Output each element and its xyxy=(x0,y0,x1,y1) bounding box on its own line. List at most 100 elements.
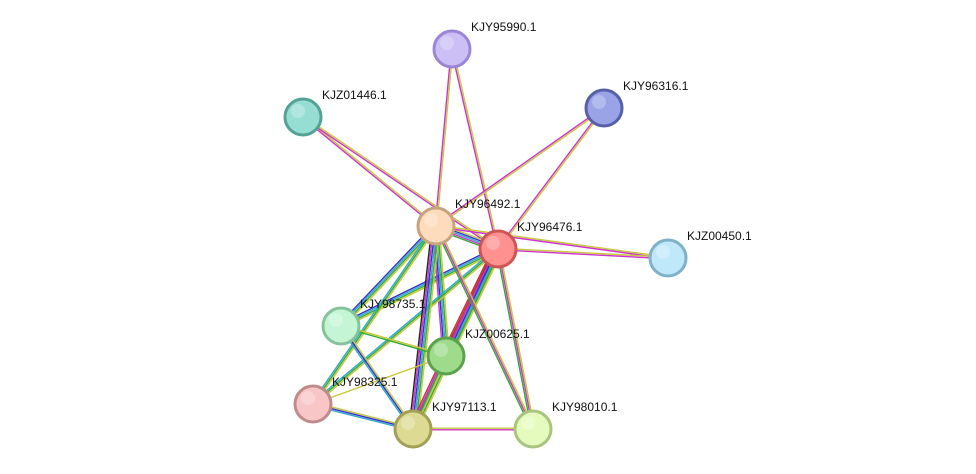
edge-evidence-line xyxy=(341,324,415,429)
edge-kjy96316-1-kjy96476-1[interactable] xyxy=(496,107,606,250)
edge-kjy97113-1-kjy98010-1[interactable] xyxy=(413,427,533,431)
node-kjy98735-1[interactable]: KJY98735.1 xyxy=(321,297,426,346)
edge-evidence-line xyxy=(341,249,499,328)
edge-layer xyxy=(302,48,669,432)
edge-evidence-line xyxy=(496,107,604,249)
edge-evidence-line xyxy=(302,117,436,228)
edge-evidence-line xyxy=(312,225,437,405)
edge-evidence-line xyxy=(313,249,500,406)
node-kjy98325-1[interactable]: KJY98325.1 xyxy=(293,375,398,424)
edge-evidence-line xyxy=(311,224,436,404)
edge-evidence-line xyxy=(436,224,669,258)
node-highlight xyxy=(592,95,606,109)
edge-evidence-line xyxy=(450,49,498,250)
node-circle[interactable] xyxy=(432,29,472,69)
edge-evidence-line xyxy=(436,225,449,356)
edge-evidence-line xyxy=(411,225,436,429)
edge-evidence-line xyxy=(436,108,605,228)
node-label: KJY98325.1 xyxy=(332,375,398,389)
edge-kjy96476-1-kjy98010-1[interactable] xyxy=(495,248,536,430)
node-highlight xyxy=(291,104,305,118)
edge-evidence-line xyxy=(416,226,441,430)
edge-evidence-line xyxy=(339,326,413,431)
node-kjz00450-1[interactable]: KJZ00450.1 xyxy=(648,229,752,278)
node-highlight xyxy=(486,236,500,250)
edge-evidence-line xyxy=(339,246,498,325)
edge-kjy98735-1-kjy97113-1[interactable] xyxy=(339,324,415,431)
node-label: KJY98735.1 xyxy=(360,297,426,311)
node-kjy96316-1[interactable]: KJY96316.1 xyxy=(584,79,689,128)
node-kjz01446-1[interactable]: KJZ01446.1 xyxy=(283,88,387,137)
edge-evidence-line xyxy=(312,355,447,405)
edge-kjy96492-1-kjy97113-1[interactable] xyxy=(408,225,441,430)
edge-kjy96476-1-kjy98735-1[interactable] xyxy=(339,246,500,329)
edge-kjy96492-1-kjz00450-1[interactable] xyxy=(435,224,669,260)
edge-evidence-line xyxy=(312,248,499,405)
node-kjy96492-1[interactable]: KJY96492.1 xyxy=(416,197,521,246)
edge-kjz01446-1-kjy96492-1[interactable] xyxy=(302,115,437,228)
node-highlight xyxy=(329,313,343,327)
edge-evidence-line xyxy=(434,48,452,226)
edge-evidence-line xyxy=(408,246,496,428)
node-kjy98010-1[interactable]: KJY98010.1 xyxy=(513,400,618,449)
node-label: KJY97113.1 xyxy=(432,400,497,414)
node-circle[interactable] xyxy=(584,88,624,128)
node-label: KJZ00625.1 xyxy=(465,327,530,341)
edge-evidence-line xyxy=(436,225,536,429)
node-circle[interactable] xyxy=(321,306,361,346)
edge-evidence-line xyxy=(498,108,606,250)
node-highlight xyxy=(521,416,535,430)
node-circle[interactable] xyxy=(293,384,333,424)
edge-evidence-line xyxy=(497,248,534,430)
edge-evidence-line xyxy=(413,226,438,430)
edge-kjy96476-1-kjz00450-1[interactable] xyxy=(497,247,669,260)
edge-kjz00625-1-kjy98325-1[interactable] xyxy=(312,355,447,405)
edge-evidence-line xyxy=(498,247,669,258)
edge-evidence-line xyxy=(339,224,436,326)
node-highlight xyxy=(401,416,415,430)
edge-evidence-line xyxy=(303,115,437,226)
edge-kjy95990-1-kjy96492-1[interactable] xyxy=(434,48,454,227)
node-kjy97113-1[interactable]: KJY97113.1 xyxy=(393,400,497,449)
node-highlight xyxy=(434,343,448,357)
node-label: KJZ01446.1 xyxy=(322,88,387,102)
edge-kjy96492-1-kjy98010-1[interactable] xyxy=(433,225,536,430)
edge-kjy96476-1-kjy98325-1[interactable] xyxy=(311,247,500,406)
node-circle[interactable] xyxy=(478,229,518,269)
edge-kjy96316-1-kjy96492-1[interactable] xyxy=(435,106,605,228)
node-highlight xyxy=(424,213,438,227)
edge-evidence-line xyxy=(433,226,533,430)
node-kjz00625-1[interactable]: KJZ00625.1 xyxy=(426,327,530,376)
edge-evidence-line xyxy=(495,249,533,430)
edge-kjz01446-1-kjy96476-1[interactable] xyxy=(302,115,499,251)
edge-evidence-line xyxy=(341,226,438,328)
edge-evidence-line xyxy=(435,225,534,430)
node-circle[interactable] xyxy=(393,409,433,449)
edge-evidence-line xyxy=(435,226,668,260)
node-kjy95990-1[interactable]: KJY95990.1 xyxy=(432,20,537,69)
node-highlight xyxy=(301,391,315,405)
edge-kjy95990-1-kjy96476-1[interactable] xyxy=(450,48,500,250)
node-circle[interactable] xyxy=(283,97,323,137)
edge-evidence-line xyxy=(441,246,495,355)
edge-evidence-line xyxy=(436,49,454,227)
edge-evidence-line xyxy=(498,248,536,429)
node-circle[interactable] xyxy=(416,206,456,246)
node-circle[interactable] xyxy=(426,336,466,376)
node-circle[interactable] xyxy=(648,238,688,278)
edge-evidence-line xyxy=(497,249,668,260)
node-circle[interactable] xyxy=(513,409,553,449)
edge-kjy96492-1-kjy98325-1[interactable] xyxy=(311,224,438,406)
edge-evidence-line xyxy=(435,106,604,226)
node-highlight xyxy=(656,245,670,259)
edge-evidence-line xyxy=(313,226,438,406)
node-highlight xyxy=(440,36,454,50)
node-kjy96476-1[interactable]: KJY96476.1 xyxy=(478,220,583,269)
node-label: KJY98010.1 xyxy=(552,400,618,414)
edge-evidence-line xyxy=(414,249,501,431)
edge-evidence-line xyxy=(415,250,503,432)
edge-evidence-line xyxy=(438,225,450,356)
node-label: KJZ00450.1 xyxy=(687,229,752,243)
